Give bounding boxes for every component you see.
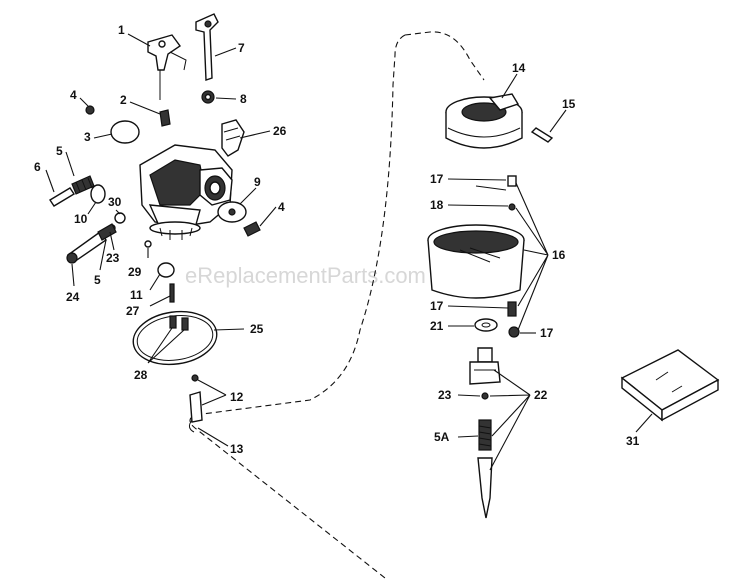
pin-15 — [530, 127, 554, 143]
float-bowl-16 — [427, 224, 525, 299]
float-14 — [445, 93, 523, 149]
washer-18 — [508, 203, 516, 211]
assembly-dashed-path — [189, 34, 406, 579]
callout-29: 29 — [128, 265, 142, 279]
callout-15: 15 — [562, 97, 576, 111]
callout-14: 14 — [512, 61, 526, 75]
needle-22 — [477, 457, 493, 519]
clip-13 — [188, 419, 195, 433]
spring-2 — [159, 109, 171, 127]
callout-17-top: 17 — [430, 172, 444, 186]
callout-25: 25 — [250, 322, 264, 336]
spring-5-lower — [97, 223, 117, 241]
callout-5-lower: 5 — [94, 273, 101, 287]
callout-12: 12 — [230, 390, 244, 404]
callout-21: 21 — [430, 319, 444, 333]
oring-30 — [114, 212, 126, 224]
choke-plate-3 — [110, 120, 140, 144]
callout-6: 6 — [34, 160, 41, 174]
nozzles-28 — [169, 315, 189, 331]
callout-1: 1 — [118, 23, 125, 37]
assembly-dashed-path-top — [404, 31, 485, 81]
callout-24: 24 — [66, 290, 80, 304]
pin-12 — [189, 374, 203, 423]
callout-11: 11 — [130, 288, 143, 302]
callout-2: 2 — [120, 93, 127, 107]
washer-10 — [90, 184, 106, 204]
fitting-26 — [221, 119, 245, 157]
ball-29 — [144, 240, 152, 248]
callout-7: 7 — [238, 41, 245, 55]
carburetor-body — [139, 144, 233, 240]
repair-kit-31 — [620, 349, 720, 422]
callout-23-left: 23 — [106, 251, 120, 265]
callout-4-upper: 4 — [70, 88, 77, 102]
callout-23-right: 23 — [438, 388, 452, 402]
callout-22: 22 — [534, 388, 548, 402]
callout-3: 3 — [84, 130, 91, 144]
screw-4-upper — [85, 105, 95, 115]
callout-17-middle: 17 — [430, 299, 444, 313]
callout-26: 26 — [273, 124, 287, 138]
callout-10: 10 — [74, 212, 88, 226]
spring-17-middle — [507, 301, 517, 317]
callout-labels: 1 7 4 2 8 3 26 5 6 9 10 30 4 23 29 5 24 … — [34, 23, 640, 456]
nut-8 — [201, 90, 215, 104]
callout-8: 8 — [240, 92, 247, 106]
callout-31: 31 — [626, 434, 640, 448]
callout-28: 28 — [134, 368, 148, 382]
callout-5A: 5A — [434, 430, 450, 444]
callout-13: 13 — [230, 442, 244, 456]
oring-23-right — [481, 392, 489, 400]
callout-5-upper: 5 — [56, 144, 63, 158]
callout-27: 27 — [126, 304, 140, 318]
nut-17-lower — [508, 326, 520, 338]
pin-27 — [169, 283, 175, 303]
callout-30: 30 — [108, 195, 122, 209]
throttle-shaft — [195, 13, 219, 81]
callout-17-lower: 17 — [540, 326, 554, 340]
watermark-text: eReplacementParts.com — [185, 263, 426, 288]
callout-9: 9 — [254, 175, 261, 189]
leader-lines — [45, 33, 653, 471]
gasket-21 — [474, 318, 498, 332]
screw-4-right — [243, 221, 261, 237]
seat-11 — [157, 262, 175, 278]
callout-18: 18 — [430, 198, 444, 212]
screw-17-top — [507, 175, 517, 187]
spring-5A — [478, 419, 492, 451]
bowl-nut-22 — [469, 347, 501, 385]
callout-4-right: 4 — [278, 200, 285, 214]
callout-16: 16 — [552, 248, 566, 262]
gasket-9 — [217, 201, 247, 223]
throttle-lever — [147, 34, 187, 100]
screw-6 — [49, 187, 75, 207]
